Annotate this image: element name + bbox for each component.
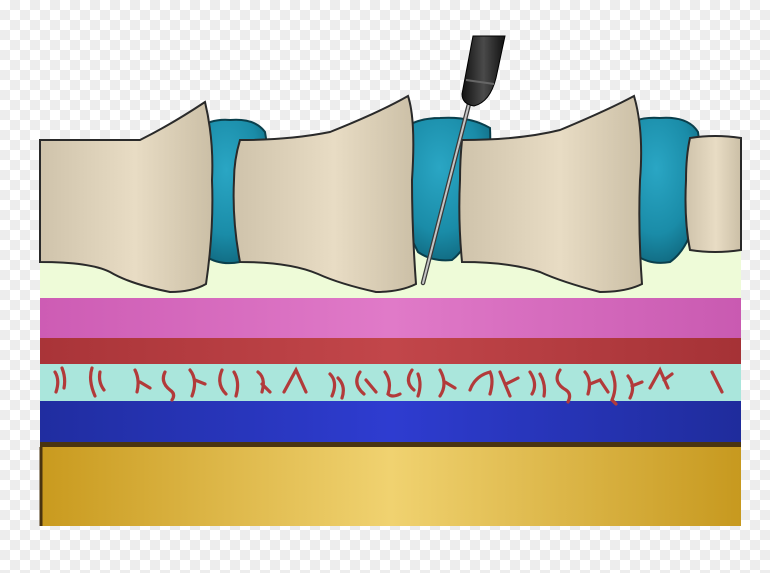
red-layer (40, 338, 741, 364)
pink-layer (40, 298, 741, 338)
dark-separator (40, 442, 741, 447)
vertebral-body-2 (234, 96, 416, 292)
gold-base-layer (40, 447, 741, 526)
needle-hub (462, 36, 505, 106)
vertebral-body-4 (686, 136, 742, 252)
blue-layer (40, 401, 741, 442)
vertebral-body-1 (40, 102, 212, 292)
